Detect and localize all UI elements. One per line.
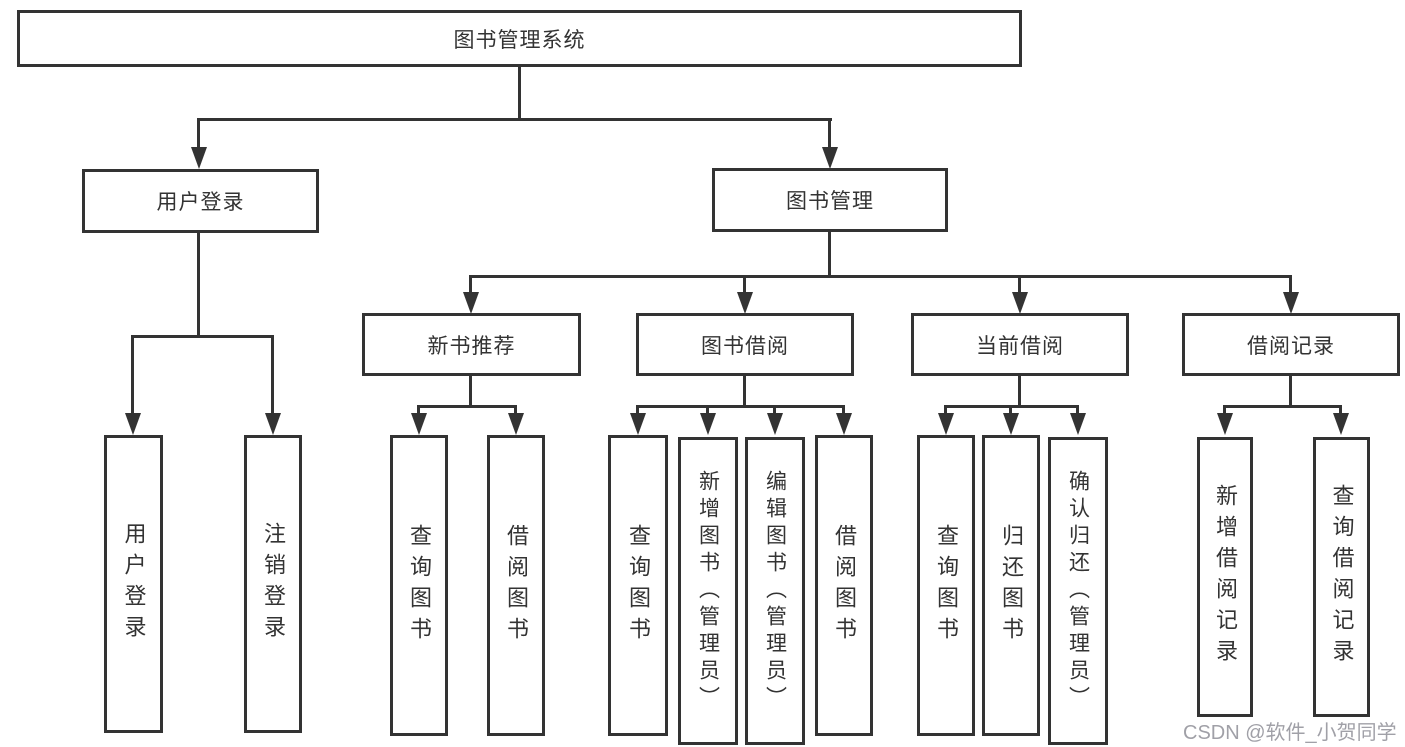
- connector-stem: [197, 118, 200, 150]
- node-book-management: 图书管理: [712, 168, 948, 232]
- node-book-borrow: 图书借阅: [636, 313, 854, 376]
- csdn-watermark: CSDN @软件_小贺同学: [1183, 722, 1397, 744]
- connector-stem: [1018, 374, 1021, 408]
- connector-stem: [743, 275, 746, 295]
- connector-stem: [944, 405, 947, 416]
- connector-stem: [197, 232, 200, 338]
- arrow-down-icon: [767, 413, 783, 435]
- connector-stem: [842, 405, 845, 416]
- leaf-recommend-query-book: 查询图书: [390, 435, 448, 736]
- node-new-book-recommend-label: 新书推荐: [427, 334, 516, 358]
- connector-stem: [828, 231, 831, 278]
- arrow-down-icon: [1283, 292, 1299, 314]
- leaf-current-confirm-return-admin: 确认归还（管理员）: [1048, 437, 1108, 745]
- arrow-down-icon: [737, 292, 753, 314]
- arrow-down-icon: [822, 147, 838, 169]
- arrow-down-icon: [938, 413, 954, 435]
- connector-stem: [1009, 405, 1012, 416]
- connector-root-stem: [518, 64, 521, 121]
- leaf-records-query-record: 查询借阅记录: [1313, 437, 1370, 717]
- leaf-borrow-add-book-admin: 新增图书（管理员）: [678, 437, 738, 745]
- arrow-down-icon: [411, 413, 427, 435]
- connector-stem: [1018, 275, 1021, 295]
- connector-stem: [1289, 374, 1292, 408]
- leaf-borrow-edit-book-admin-label: 编辑图书（管理员）: [763, 469, 787, 713]
- leaf-borrow-add-book-admin-label: 新增图书（管理员）: [696, 469, 720, 713]
- node-borrow-records-label: 借阅记录: [1247, 334, 1335, 358]
- arrow-down-icon: [463, 292, 479, 314]
- leaf-records-add-record: 新增借阅记录: [1197, 437, 1253, 717]
- connector-bar: [637, 405, 845, 408]
- connector-stem: [706, 405, 709, 416]
- leaf-borrow-edit-book-admin: 编辑图书（管理员）: [745, 437, 805, 745]
- arrow-down-icon: [508, 413, 524, 435]
- connector-stem: [1289, 275, 1292, 295]
- leaf-recommend-borrow-book-label: 借阅图书: [504, 523, 529, 648]
- leaf-recommend-query-book-label: 查询图书: [407, 523, 432, 648]
- connector-stem: [636, 405, 639, 416]
- leaf-borrow-borrow-book-label: 借阅图书: [832, 523, 857, 648]
- arrow-down-icon: [1070, 413, 1086, 435]
- arrow-down-icon: [1012, 292, 1028, 314]
- connector-stem: [417, 405, 420, 416]
- arrow-down-icon: [191, 147, 207, 169]
- leaf-user-login-label: 用户登录: [121, 522, 147, 646]
- connector-stem: [131, 335, 134, 415]
- node-current-borrow: 当前借阅: [911, 313, 1129, 376]
- arrow-down-icon: [700, 413, 716, 435]
- leaf-borrow-query-book: 查询图书: [608, 435, 668, 736]
- connector-stem: [1339, 405, 1342, 416]
- leaf-records-add-record-label: 新增借阅记录: [1213, 484, 1238, 670]
- connector-stem: [1223, 405, 1226, 416]
- leaf-recommend-borrow-book: 借阅图书: [487, 435, 545, 736]
- arrow-down-icon: [1003, 413, 1019, 435]
- node-library-system: 图书管理系统: [17, 10, 1022, 67]
- connector-user-login-bar: [132, 335, 274, 338]
- connector-bar: [945, 405, 1079, 408]
- connector-bar: [1224, 405, 1342, 408]
- leaf-logout-login-label: 注销登录: [261, 522, 286, 646]
- arrow-down-icon: [1333, 413, 1349, 435]
- node-new-book-recommend: 新书推荐: [362, 313, 581, 376]
- node-book-management-label: 图书管理: [786, 190, 874, 213]
- leaf-records-query-record-label: 查询借阅记录: [1329, 484, 1355, 670]
- node-library-system-label: 图书管理系统: [453, 28, 586, 52]
- arrow-down-icon: [630, 413, 646, 435]
- leaf-borrow-borrow-book: 借阅图书: [815, 435, 873, 736]
- arrow-down-icon: [125, 413, 141, 435]
- leaf-current-query-book: 查询图书: [917, 435, 975, 736]
- node-user-login: 用户登录: [82, 169, 319, 233]
- leaf-current-confirm-return-admin-label: 确认归还（管理员）: [1066, 469, 1090, 713]
- node-borrow-records: 借阅记录: [1182, 313, 1400, 376]
- connector-stem: [271, 335, 274, 415]
- connector-stem: [1076, 405, 1079, 416]
- node-user-login-label: 用户登录: [156, 191, 245, 214]
- node-current-borrow-label: 当前借阅: [976, 334, 1064, 358]
- connector-bar: [418, 405, 517, 408]
- connector-stem: [773, 405, 776, 416]
- leaf-current-query-book-label: 查询图书: [934, 523, 959, 648]
- arrow-down-icon: [836, 413, 852, 435]
- leaf-logout-login: 注销登录: [244, 435, 302, 733]
- connector-level3-bar: [470, 275, 1292, 278]
- leaf-current-return-book: 归还图书: [982, 435, 1040, 736]
- connector-level2-bar: [198, 118, 832, 121]
- leaf-current-return-book-label: 归还图书: [999, 523, 1024, 648]
- connector-stem: [469, 275, 472, 295]
- arrow-down-icon: [1217, 413, 1233, 435]
- connector-stem: [469, 374, 472, 408]
- connector-stem: [828, 118, 831, 150]
- arrow-down-icon: [265, 413, 281, 435]
- leaf-borrow-query-book-label: 查询图书: [626, 523, 651, 648]
- connector-stem: [514, 405, 517, 416]
- node-book-borrow-label: 图书借阅: [701, 334, 789, 358]
- leaf-user-login: 用户登录: [104, 435, 163, 733]
- connector-stem: [743, 374, 746, 408]
